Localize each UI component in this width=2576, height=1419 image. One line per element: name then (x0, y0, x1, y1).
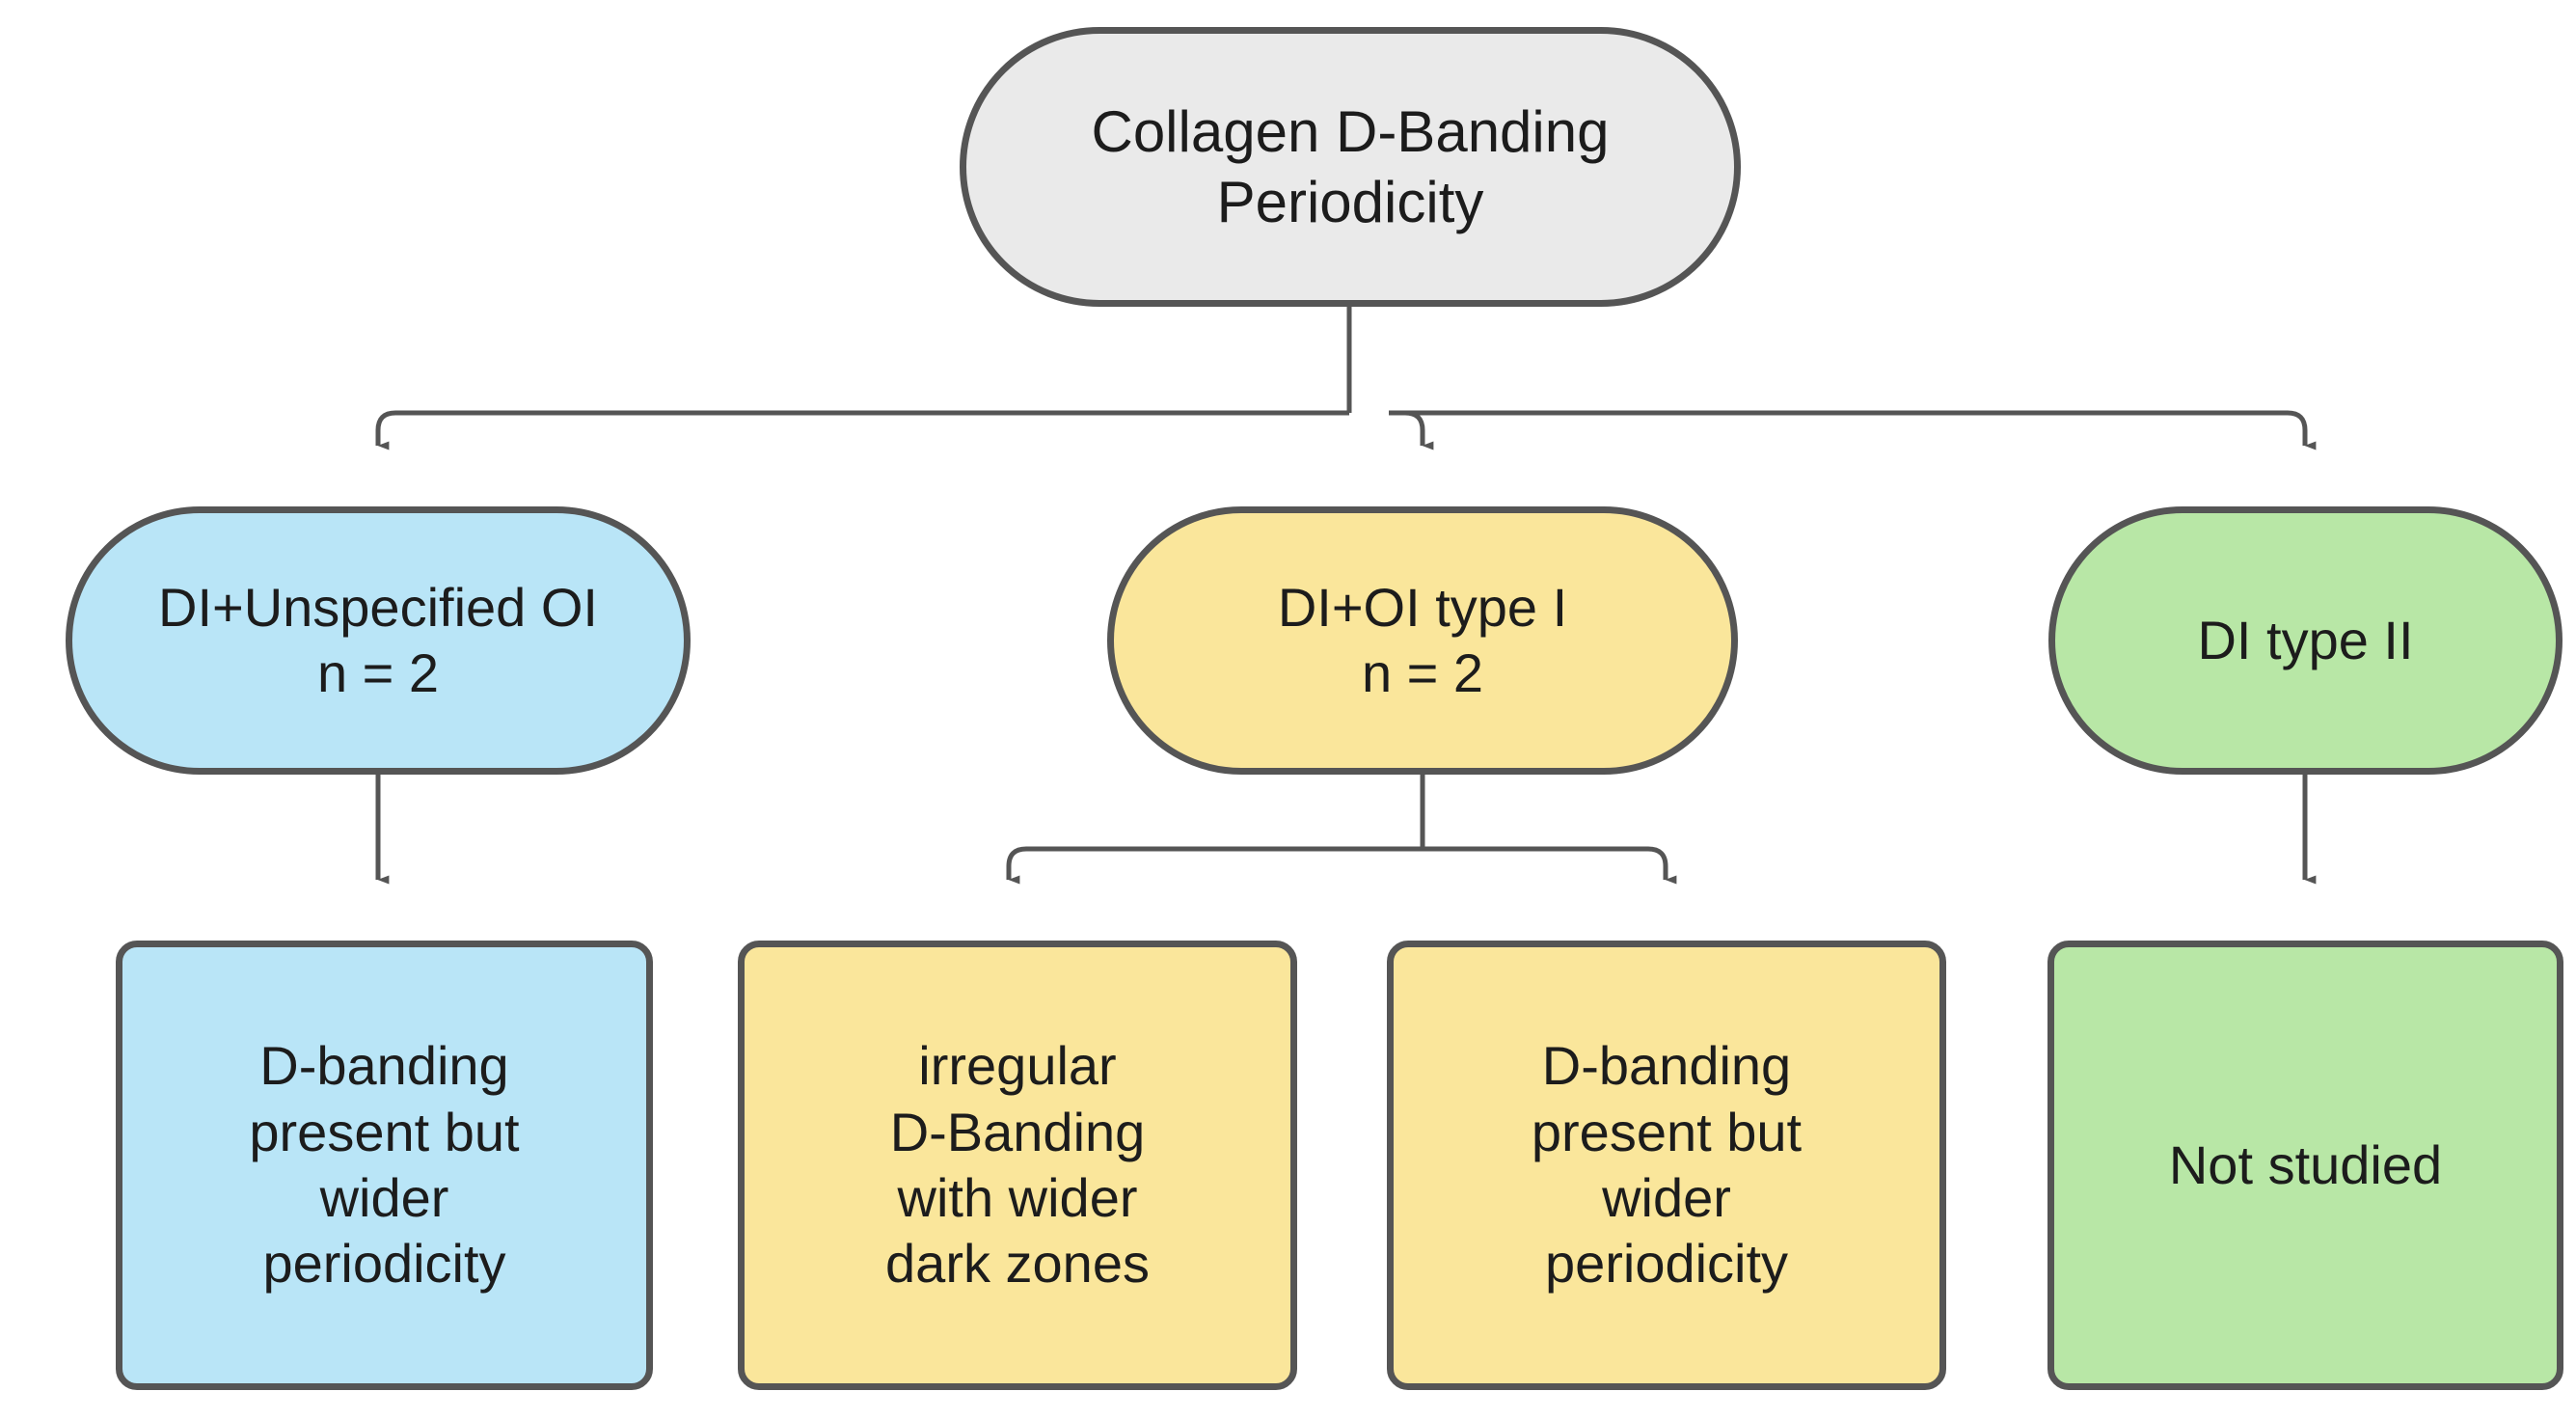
node-group-di-oi-type-i-label: DI+OI type I n = 2 (1277, 576, 1568, 703)
node-finding-green-1[interactable]: Not studied (2047, 941, 2563, 1390)
node-root-label: Collagen D-Banding Periodicity (1091, 98, 1610, 234)
edge-root-to-di-oi-type-i (1389, 410, 1434, 450)
node-finding-blue-1[interactable]: D-banding present but wider periodicity (116, 941, 653, 1390)
edge-root-to-di-unspecified-oi (375, 410, 1349, 450)
edge-root-to-di-type-ii (1389, 410, 2317, 450)
node-group-di-type-ii[interactable]: DI type II (2048, 506, 2562, 775)
edge-di-oi-type-i-to-finding-yellow-2 (1423, 846, 1677, 885)
node-finding-yellow-1[interactable]: irregular D-Banding with wider dark zone… (738, 941, 1297, 1390)
node-group-di-unspecified-oi[interactable]: DI+Unspecified OI n = 2 (66, 506, 691, 775)
node-group-di-oi-type-i[interactable]: DI+OI type I n = 2 (1107, 506, 1738, 775)
node-finding-yellow-2-label: D-banding present but wider periodicity (1531, 1035, 1803, 1295)
node-root-collagen-d-banding-periodicity[interactable]: Collagen D-Banding Periodicity (960, 27, 1741, 307)
node-finding-blue-1-label: D-banding present but wider periodicity (249, 1035, 520, 1295)
node-finding-yellow-1-label: irregular D-Banding with wider dark zone… (885, 1035, 1150, 1295)
node-finding-green-1-label: Not studied (2168, 1133, 2443, 1195)
node-group-di-unspecified-oi-label: DI+Unspecified OI n = 2 (158, 576, 598, 703)
node-finding-yellow-2[interactable]: D-banding present but wider periodicity (1387, 941, 1946, 1390)
node-group-di-type-ii-label: DI type II (2197, 609, 2414, 670)
edge-di-oi-type-i-to-finding-yellow-1 (1006, 846, 1423, 885)
